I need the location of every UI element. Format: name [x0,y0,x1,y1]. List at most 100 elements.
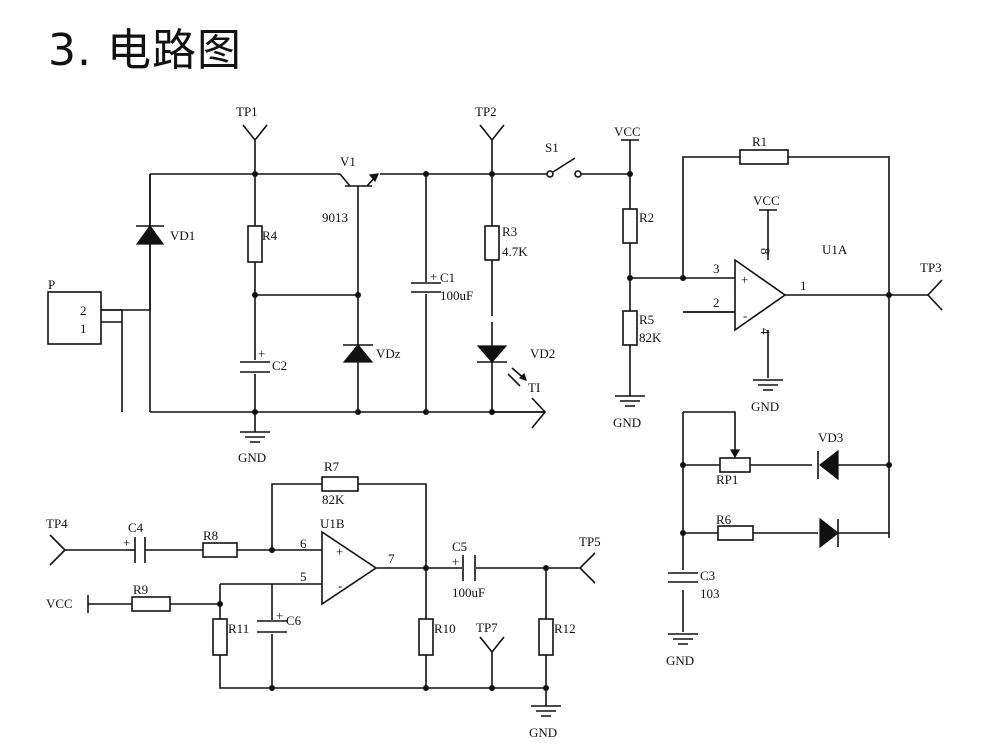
vcc-opamp: VCC [753,193,780,211]
capacitor-c6: + C6 [257,608,302,633]
svg-text:1: 1 [800,278,807,293]
svg-text:R2: R2 [639,210,654,225]
svg-text:R12: R12 [554,621,576,636]
svg-text:2: 2 [713,295,720,310]
svg-text:TP2: TP2 [475,104,497,119]
svg-text:VCC: VCC [753,193,780,208]
svg-text:R5: R5 [639,312,654,327]
svg-text:2: 2 [80,303,87,318]
resistor-r11: R11 [212,618,249,656]
svg-text:R4: R4 [262,228,278,243]
capacitor-c2: + C2 [240,346,287,374]
svg-text:100uF: 100uF [440,288,473,303]
svg-text:GND: GND [238,450,266,465]
svg-text:9013: 9013 [322,210,348,225]
capacitor-c4: + C4 [123,520,146,563]
svg-text:VD3: VD3 [818,430,843,445]
diode-vd1: VD1 [135,224,195,245]
test-point-led-output [531,397,547,429]
resistor-r12: R12 [538,618,576,656]
svg-text:4.7K: 4.7K [502,244,528,259]
resistor-r8: R8 [202,528,238,558]
svg-text:R8: R8 [203,528,218,543]
resistor-r9: R9 [131,582,171,612]
svg-text:+: + [452,554,459,569]
resistor-r1: R1 [739,134,789,165]
vcc-top: VCC [614,124,641,141]
opamp-u1a: + - 3 2 1 8 4 U1A [713,242,848,335]
opamp-u1a-label: U1A [822,242,848,257]
svg-text:TI: TI [528,380,540,395]
test-point-tp3: TP3 [920,260,943,311]
svg-text:+: + [276,608,283,623]
svg-text:R7: R7 [324,459,340,474]
svg-text:VD2: VD2 [530,346,555,361]
svg-text:TP4: TP4 [46,516,68,531]
svg-text:R10: R10 [434,621,456,636]
ground-3: GND [751,379,783,414]
svg-text:TP1: TP1 [236,104,258,119]
capacitor-c5: + C5 100uF [452,539,485,600]
svg-text:+: + [430,269,437,284]
capacitor-c3: C3 103 [667,568,720,601]
svg-text:7: 7 [388,551,395,566]
wires-comparator-section [629,140,928,632]
test-point-tp1: TP1 [236,104,268,142]
ground-4: GND [666,633,698,668]
test-point-tp5: TP5 [578,534,601,584]
svg-text:V1: V1 [340,154,356,169]
svg-text:-: - [743,308,747,323]
wires-input-section [100,140,548,432]
diode-feedback [819,517,839,549]
opamp-u1b-label: U1B [320,516,345,531]
svg-text:GND: GND [751,399,779,414]
diode-vd3: VD3 [817,430,843,481]
resistor-r10: R10 [418,618,456,656]
opamp-u1b: + - 6 5 7 U1B [300,516,395,606]
capacitor-c1: + C1 100uF [410,269,473,303]
junction-dots [217,171,892,691]
svg-text:4: 4 [758,328,773,335]
potentiometer-rp1: RP1 [716,449,751,487]
resistor-r5: R5 82K [622,310,662,346]
transistor-v1: V1 9013 [322,154,380,225]
svg-text:100uF: 100uF [452,585,485,600]
zener-diode-vdz: VDz [342,344,401,363]
svg-text:RP1: RP1 [716,472,738,487]
svg-text:VCC: VCC [46,596,73,611]
svg-text:S1: S1 [545,140,559,155]
led-vd2: VD2 TI [476,316,555,395]
svg-text:+: + [258,346,265,361]
svg-text:C6: C6 [286,613,302,628]
svg-text:1: 1 [80,321,87,336]
svg-text:GND: GND [666,653,694,668]
svg-text:+: + [336,544,343,559]
resistor-r4: R4 [247,225,278,263]
svg-text:+: + [741,272,748,287]
svg-text:R6: R6 [716,512,732,527]
svg-text:GND: GND [529,725,557,740]
svg-text:VD1: VD1 [170,228,195,243]
svg-text:+: + [123,535,130,550]
svg-text:C5: C5 [452,539,467,554]
resistor-r3: R3 4.7K [484,224,528,261]
svg-text:TP3: TP3 [920,260,942,275]
test-point-tp4: TP4 [46,516,68,566]
svg-text:TP5: TP5 [579,534,601,549]
svg-text:R1: R1 [752,134,767,149]
svg-text:82K: 82K [639,330,662,345]
ground-5: GND [529,705,561,740]
svg-text:R3: R3 [502,224,517,239]
ground-2: GND [613,395,645,430]
wires-amplifier-section [65,483,580,706]
svg-text:-: - [338,578,342,593]
svg-text:5: 5 [300,569,307,584]
resistor-r2: R2 [622,208,654,244]
svg-text:VDz: VDz [376,346,401,361]
svg-text:R9: R9 [133,582,148,597]
connector-p: P 2 1 [47,277,102,345]
svg-text:C2: C2 [272,358,287,373]
test-point-tp7: TP7 [476,620,505,654]
svg-text:6: 6 [300,536,307,551]
